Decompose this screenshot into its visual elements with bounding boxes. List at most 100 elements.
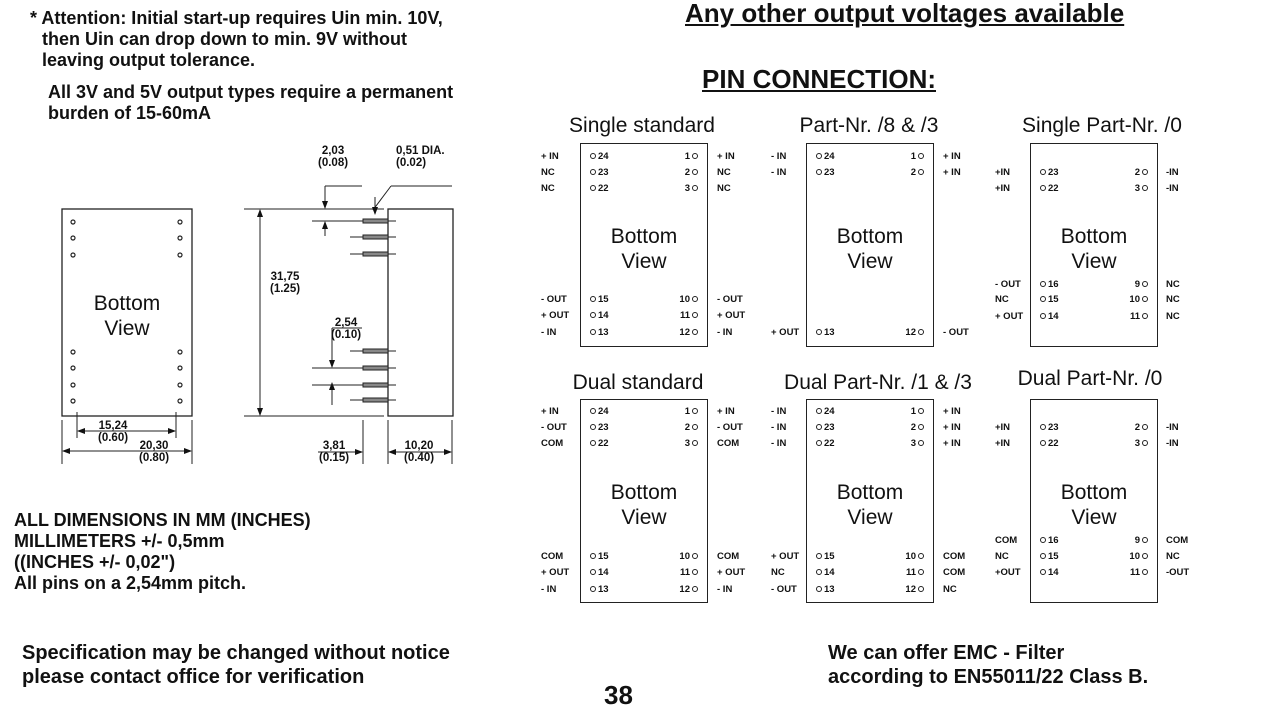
pin-number: 10	[1129, 294, 1140, 305]
pin-number: 2	[910, 422, 916, 433]
dimensions-line: All pins on a 2,54mm pitch.	[14, 573, 247, 593]
pin-circle-icon	[590, 185, 596, 192]
pin-circle-icon	[590, 569, 596, 576]
pin-circle-icon	[692, 553, 698, 560]
pin-circle-icon	[692, 185, 698, 192]
pin-number-right: 3	[668, 438, 700, 449]
page-number: 38	[604, 680, 633, 710]
dimensions-line: ((INCHES +/- 0,02")	[14, 552, 176, 572]
burden-note: All 3V and 5V output types require a per…	[48, 82, 453, 124]
pin-number-right: 12	[894, 327, 926, 338]
dimensions-line: MILLIMETERS +/- 0,5mm	[14, 531, 225, 551]
pin-circle-icon	[918, 169, 924, 176]
pin-number-right: 1	[668, 406, 700, 417]
pin-number: 2	[1134, 167, 1140, 178]
pin-label-right: + IN	[943, 167, 961, 178]
bottom-view-line2: View	[621, 250, 667, 273]
pin-circle-icon	[590, 169, 596, 176]
pin-number: 15	[1048, 551, 1059, 562]
pin-label-left: NC	[541, 183, 555, 194]
pin-circle-icon	[590, 296, 596, 303]
bottom-view-outline	[61, 208, 193, 417]
pin-number: 15	[598, 294, 609, 305]
pin-circle-icon	[590, 424, 596, 431]
burden-line: All 3V and 5V output types require a per…	[48, 82, 454, 102]
pin-number-right: 3	[1118, 183, 1150, 194]
pin-number-left: 13	[588, 327, 609, 338]
pin-number: 23	[598, 167, 609, 178]
pin-number-left: 16	[1038, 535, 1059, 546]
pin-label-left: + IN	[541, 406, 559, 417]
pin-circle-icon	[816, 586, 822, 593]
attention-line: leaving output tolerance.	[42, 50, 256, 70]
pin-number-right: 2	[894, 422, 926, 433]
pin-label-left: - IN	[771, 438, 787, 449]
pin-number: 11	[905, 567, 916, 578]
pin-number: 23	[598, 422, 609, 433]
pin-number-left: 14	[814, 567, 835, 578]
pin-circle-icon	[918, 440, 924, 447]
bottom-view-line2: View	[104, 317, 150, 340]
dim-width: 20,30(0.80)	[139, 440, 170, 464]
pin-label-right: NC	[1166, 294, 1180, 305]
pin-number: 23	[1048, 167, 1059, 178]
pin-number: 1	[910, 151, 916, 162]
pin-circle-icon	[692, 440, 698, 447]
pin-number: 22	[598, 183, 609, 194]
pin-number-left: 13	[814, 327, 835, 338]
pin-label-left: - OUT	[771, 584, 797, 595]
pin-circle-icon	[816, 169, 822, 176]
attention-line: then Uin can drop down to min. 9V withou…	[42, 29, 407, 49]
pin-number: 15	[1048, 294, 1059, 305]
pin-circle-icon	[816, 153, 822, 160]
pin-number: 10	[679, 294, 690, 305]
pin-number-right: 3	[668, 183, 700, 194]
pin-number: 13	[824, 327, 835, 338]
pin-number: 14	[824, 567, 835, 578]
pin-circle-icon	[816, 553, 822, 560]
pin-circle-icon	[1040, 281, 1046, 288]
pin-circle-icon	[1142, 313, 1148, 320]
diagram-title: Single Part-Nr. /0	[1022, 114, 1182, 137]
pin-number-left: 22	[1038, 438, 1059, 449]
pin-number-right: 9	[1118, 535, 1150, 546]
pin-number-right: 12	[668, 584, 700, 595]
dimensions-note: ALL DIMENSIONS IN MM (INCHES) MILLIMETER…	[14, 510, 311, 594]
pin-number-right: 2	[668, 422, 700, 433]
pin-label-left: NC	[771, 567, 785, 578]
pin-circle-icon	[1040, 424, 1046, 431]
pin-number: 14	[1048, 311, 1059, 322]
diagram-title: Single standard	[569, 114, 715, 137]
pin-number-left: 15	[814, 551, 835, 562]
pin-number: 12	[905, 327, 916, 338]
pin-label-right: NC	[1166, 551, 1180, 562]
pin-number: 9	[1134, 535, 1140, 546]
pin-number-right: 11	[668, 567, 700, 578]
bottom-view-line1: Bottom	[610, 225, 678, 248]
pin-circle-icon	[1040, 185, 1046, 192]
pin-connection-heading: PIN CONNECTION:	[702, 64, 936, 94]
pin-label-right: COM	[1166, 535, 1189, 546]
pin-number-right: 11	[894, 567, 926, 578]
voltages-heading: Any other output voltages available	[685, 0, 1125, 28]
pin-number-right: 10	[894, 551, 926, 562]
pin-circle-icon	[1142, 537, 1148, 544]
pin-circle-icon	[1142, 281, 1148, 288]
pin-label-left: NC	[541, 167, 555, 178]
diagram-title: Part-Nr. /8 & /3	[799, 114, 939, 137]
pin-number: 11	[679, 567, 690, 578]
pin-number: 16	[1048, 279, 1059, 290]
pin-number: 1	[684, 151, 690, 162]
pin-circle-icon	[816, 408, 822, 415]
pin-label-left: NC	[995, 294, 1009, 305]
pin-number-left: 23	[814, 167, 835, 178]
pin-circle-icon	[692, 153, 698, 160]
pin-number-left: 23	[814, 422, 835, 433]
pin-label-left: + OUT	[771, 551, 800, 562]
diagram-title: Dual standard	[572, 371, 704, 394]
attention-line: * Attention: Initial start-up requires U…	[30, 8, 443, 28]
pin-label-left: - IN	[771, 406, 787, 417]
pin-number-right: 12	[894, 584, 926, 595]
pin-number-right: 1	[894, 151, 926, 162]
